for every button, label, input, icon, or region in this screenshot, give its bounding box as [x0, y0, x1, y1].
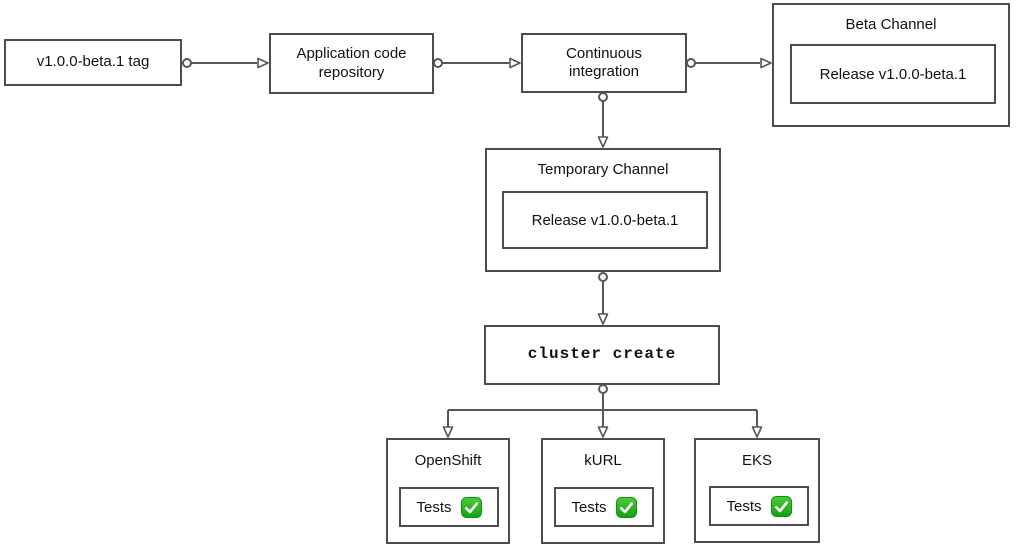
- beta-channel-title: Beta Channel: [845, 16, 937, 33]
- node-version-tag: v1.0.0-beta.1 tag: [4, 39, 182, 86]
- node-cluster-kurl: kURL Tests: [541, 438, 665, 544]
- node-beta-channel: Beta Channel Release v1.0.0-beta.1: [772, 3, 1010, 127]
- cluster-create-label: cluster create: [527, 345, 677, 364]
- node-cluster-openshift: OpenShift Tests: [386, 438, 510, 544]
- openshift-tests-label: Tests: [416, 498, 452, 516]
- beta-channel-release-label: Release v1.0.0-beta.1: [819, 65, 967, 83]
- eks-tests-label: Tests: [726, 497, 762, 515]
- temporary-channel-release-label: Release v1.0.0-beta.1: [531, 211, 679, 229]
- eks-title: EKS: [741, 452, 772, 469]
- node-cluster-create: cluster create: [484, 325, 720, 385]
- tests-passed-check-icon: [460, 496, 482, 518]
- openshift-tests-box: Tests: [399, 487, 499, 527]
- node-temporary-channel: Temporary Channel Release v1.0.0-beta.1: [485, 148, 721, 272]
- eks-tests-box: Tests: [709, 486, 809, 526]
- kurl-tests-label: Tests: [571, 498, 607, 516]
- kurl-title: kURL: [584, 452, 622, 469]
- temporary-channel-title: Temporary Channel: [537, 161, 669, 178]
- openshift-title: OpenShift: [414, 452, 482, 469]
- tests-passed-check-icon: [615, 496, 637, 518]
- node-application-code-repository: Application code repository: [269, 33, 434, 94]
- application-code-repository-label: Application code repository: [296, 45, 407, 81]
- tests-passed-check-icon: [770, 495, 792, 517]
- kurl-tests-box: Tests: [554, 487, 654, 527]
- node-cluster-eks: EKS Tests: [694, 438, 820, 543]
- version-tag-label: v1.0.0-beta.1 tag: [36, 53, 150, 71]
- continuous-integration-label: Continuous integration: [566, 44, 642, 80]
- beta-channel-release-box: Release v1.0.0-beta.1: [790, 44, 996, 104]
- temporary-channel-release-box: Release v1.0.0-beta.1: [502, 191, 708, 249]
- node-continuous-integration: Continuous integration: [521, 33, 687, 93]
